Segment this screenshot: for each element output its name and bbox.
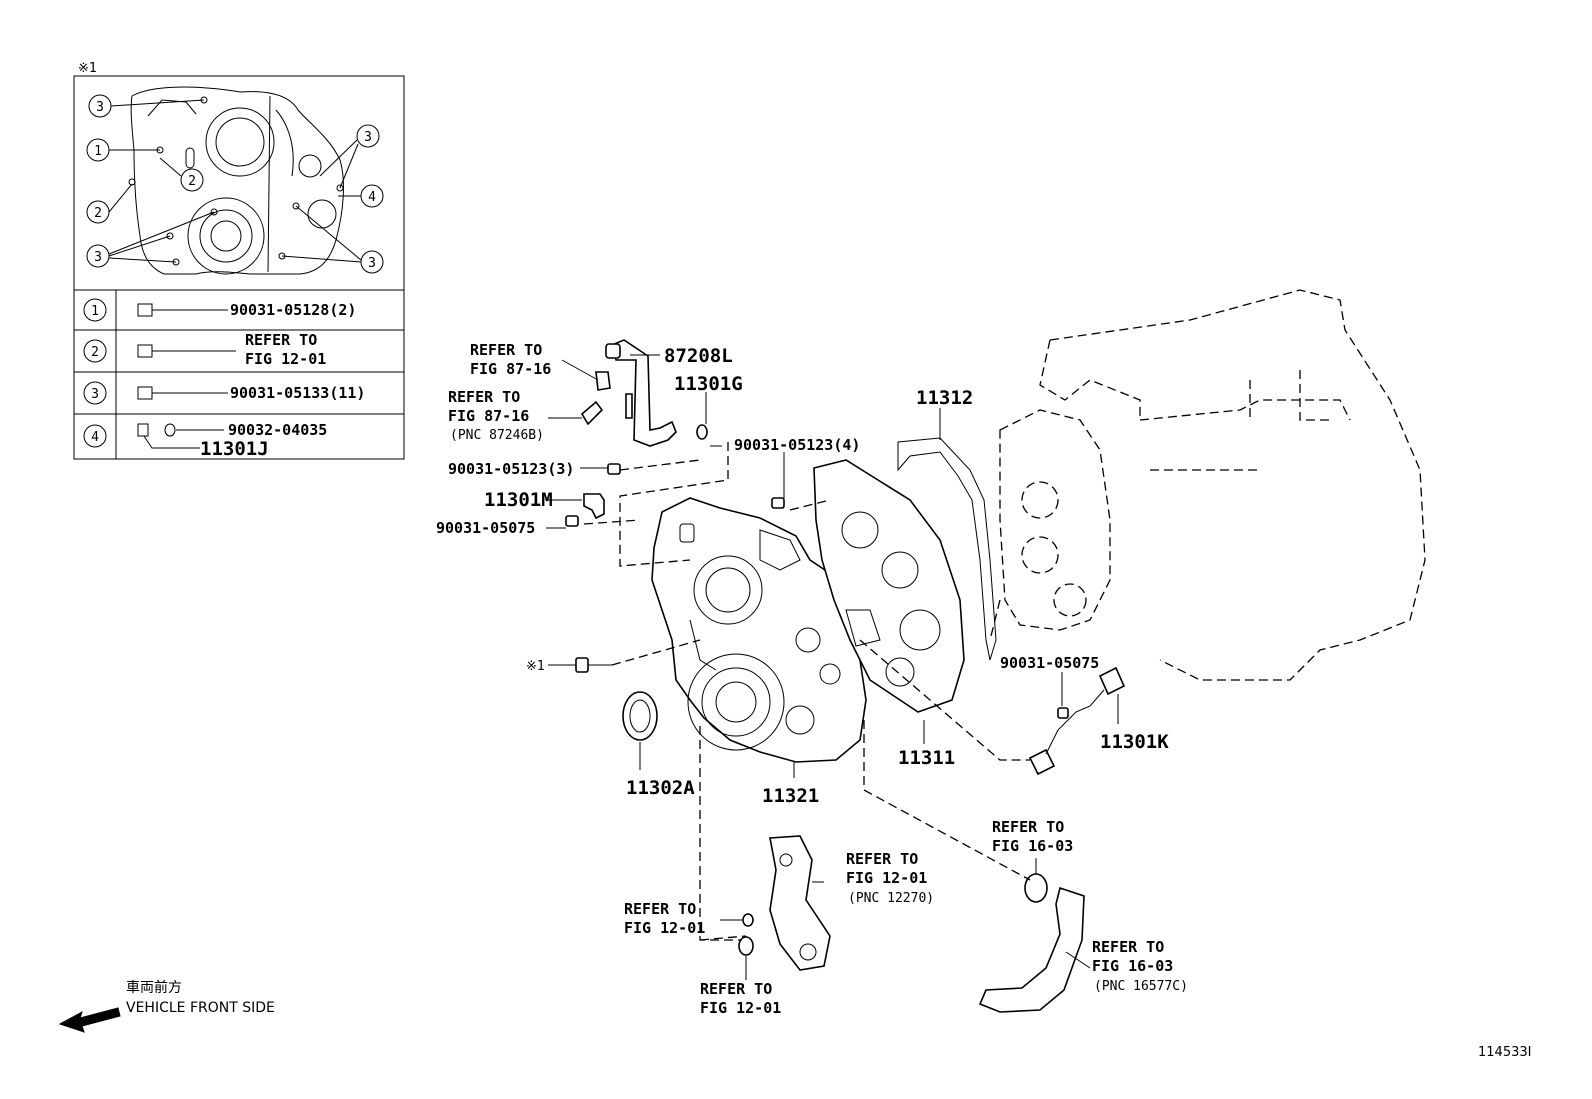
inset-frame <box>73 75 405 460</box>
label-refer-16-03-a-1: REFER TO <box>992 818 1064 836</box>
inset-callout-2a: 2 <box>188 174 196 189</box>
label-90031-05075-b: 90031-05075 <box>1000 654 1099 672</box>
inset-callout-3c: 3 <box>364 130 372 145</box>
label-refer-16-03-b-2: FIG 16-03 <box>1092 957 1173 975</box>
label-11301K: 11301K <box>1100 731 1169 753</box>
legend-row-1: 1 90031-05128(2) <box>83 298 356 322</box>
plate-11311 <box>813 459 965 713</box>
legend-row-3: 3 90031-05133(11) <box>83 381 365 405</box>
legend-num: 3 <box>91 387 99 402</box>
legend-part-number-2: 11301J <box>200 438 269 460</box>
label-refer-12-01-a-1: REFER TO <box>846 850 918 868</box>
label-11301M: 11301M <box>484 489 553 511</box>
seal-11302A <box>622 691 658 741</box>
legend-part-number: 90032-04035 <box>228 421 327 439</box>
bolt-icon <box>137 303 182 317</box>
label-90031-05123-4: 90031-05123(4) <box>734 436 860 454</box>
label-11321: 11321 <box>762 785 819 807</box>
label-90031-05123-3: 90031-05123(3) <box>448 460 574 478</box>
inset-callout-4: 4 <box>368 190 376 205</box>
labels: REFER TO FIG 87-16 REFER TO FIG 87-16 (P… <box>436 341 1188 1017</box>
inset-callout-3a: 3 <box>96 100 104 115</box>
label-refer-87-16-b-2: FIG 87-16 <box>448 407 529 425</box>
legend-refer: REFER TO <box>245 331 317 349</box>
label-refer-12-01-c-1: REFER TO <box>700 980 772 998</box>
label-refer-16-03-b-3: (PNC 16577C) <box>1094 979 1188 994</box>
legend-part-number: 90031-05128(2) <box>230 301 356 319</box>
label-refer-16-03-b-1: REFER TO <box>1092 938 1164 956</box>
legend-num: 2 <box>91 345 99 360</box>
label-90031-05075-a: 90031-05075 <box>436 519 535 537</box>
inset-callouts: 3 1 2 2 3 3 4 3 <box>86 94 384 274</box>
label-refer-87-16-b-1: REFER TO <box>448 388 520 406</box>
bolt-icon <box>137 386 184 400</box>
bolt-90031-05075-a <box>565 515 579 527</box>
bolt-90031-05123-4 <box>771 497 785 509</box>
plug-icon <box>137 423 176 437</box>
front-label-jp: 車両前方 <box>126 979 182 996</box>
label-refer-12-01-a-3: (PNC 12270) <box>848 891 934 906</box>
bolt-icon <box>137 344 196 358</box>
oring-12-01-large <box>738 936 754 956</box>
cover-11321 <box>651 497 867 763</box>
inset-callout-3d: 3 <box>368 256 376 271</box>
sensor-11301M <box>583 493 605 520</box>
gasket-11312 <box>897 437 997 661</box>
label-refer-87-16-b-3: (PNC 87246B) <box>450 428 544 443</box>
inset-callout-2b: 2 <box>94 206 102 221</box>
legend-row-2: 2 REFER TO FIG 12-01 <box>83 331 326 368</box>
bolt-90031-05123-3 <box>607 463 621 475</box>
inset-cover-drawing <box>128 86 344 275</box>
label-refer-12-01-b-1: REFER TO <box>624 900 696 918</box>
pipe-16577C <box>978 886 1085 1013</box>
legend-table: 1 90031-05128(2) 2 REFER TO FIG 12-01 <box>74 290 404 460</box>
label-11312: 11312 <box>916 387 973 409</box>
engine-outline <box>989 289 1426 681</box>
figure-id: 114533I <box>1478 1045 1531 1060</box>
legend-refer-fig: FIG 12-01 <box>245 350 326 368</box>
label-11302A: 11302A <box>626 777 695 799</box>
oring-11301G <box>696 424 708 440</box>
label-mark1: ※1 <box>526 659 545 674</box>
label-11301G: 11301G <box>674 373 743 395</box>
inset-mark: ※1 <box>78 61 97 76</box>
bolt-mark1 <box>575 657 612 673</box>
bracket-12270 <box>769 835 831 971</box>
label-refer-87-16-a-1: REFER TO <box>470 341 542 359</box>
label-refer-12-01-c-2: FIG 12-01 <box>700 999 781 1017</box>
front-arrow-icon <box>58 1007 121 1033</box>
front-label-en: VEHICLE FRONT SIDE <box>126 1000 275 1016</box>
legend-num: 1 <box>91 304 99 319</box>
sensor-11301K <box>1028 666 1126 776</box>
legend-row-4: 4 90032-04035 11301J <box>83 421 327 460</box>
label-refer-12-01-b-2: FIG 12-01 <box>624 919 705 937</box>
label-87208L: 87208L <box>664 345 733 367</box>
vehicle-front-indicator: 車両前方 VEHICLE FRONT SIDE <box>58 979 275 1033</box>
inset-callout-3b: 3 <box>94 250 102 265</box>
clamp-87-16 <box>595 371 611 391</box>
tube-87208L <box>605 339 677 447</box>
legend-part-number: 90031-05133(11) <box>230 384 365 402</box>
leaders <box>546 354 1119 980</box>
label-refer-87-16-a-2: FIG 87-16 <box>470 360 551 378</box>
oring-16-03 <box>1024 873 1048 903</box>
hose-87246B <box>580 400 604 426</box>
assembly-lines <box>583 442 1031 941</box>
label-refer-12-01-a-2: FIG 12-01 <box>846 869 927 887</box>
label-refer-16-03-a-2: FIG 16-03 <box>992 837 1073 855</box>
inset-view: ※1 <box>73 61 405 460</box>
label-11311: 11311 <box>898 747 955 769</box>
legend-num: 4 <box>91 430 99 445</box>
inset-callout-1: 1 <box>94 144 102 159</box>
oring-12-01-small <box>742 913 754 927</box>
